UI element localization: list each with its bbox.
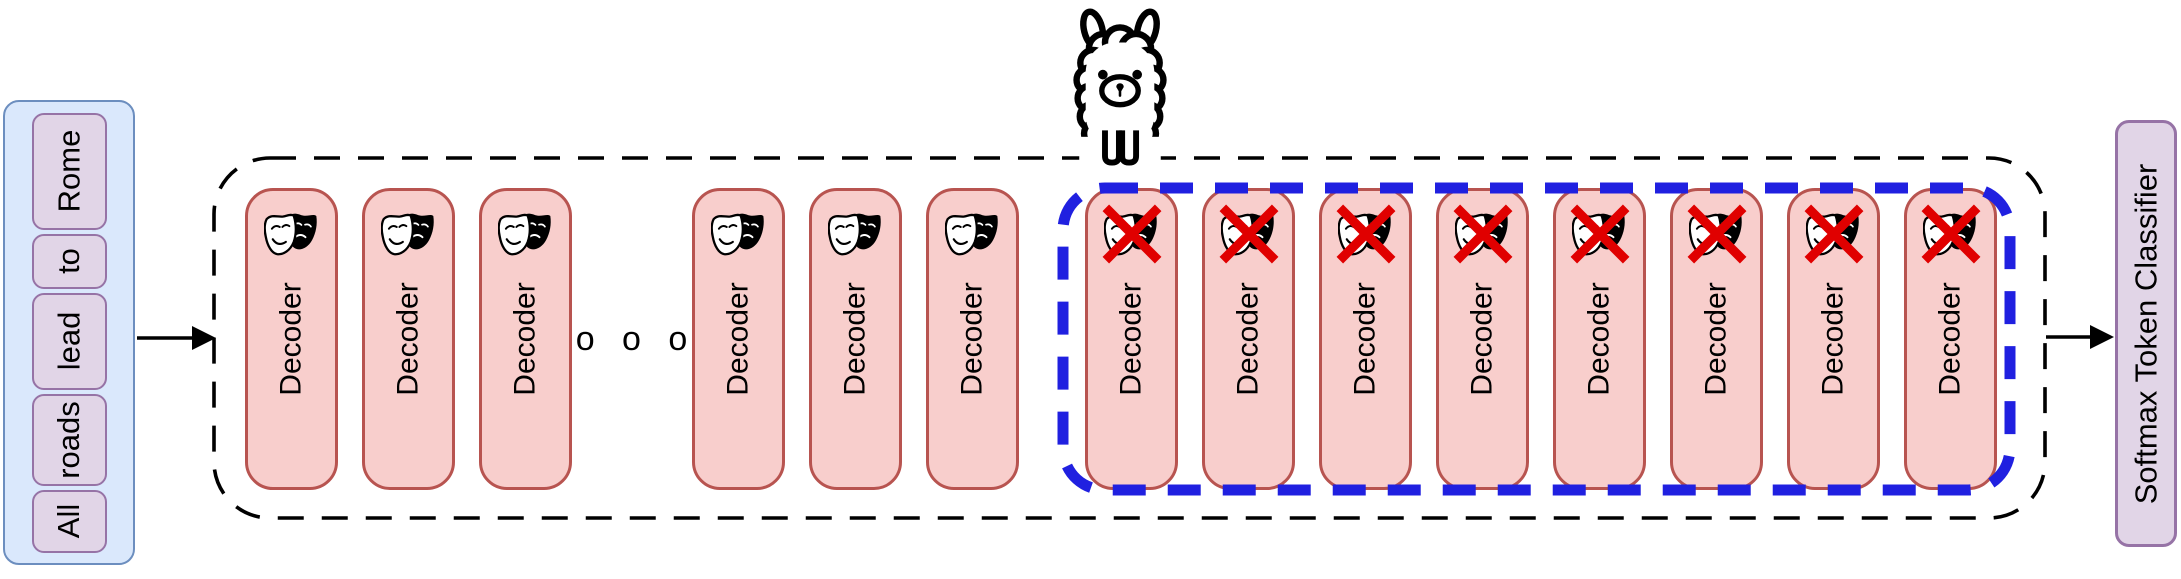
input-token-label: All bbox=[50, 503, 86, 539]
input-sentence-box: Rome to lead roads All bbox=[3, 100, 135, 565]
decoder-block-pruned: Decoder bbox=[1553, 188, 1646, 490]
input-token-label: Rome bbox=[51, 129, 87, 213]
softmax-classifier-box: Softmax Token Classifier bbox=[2115, 120, 2177, 547]
output-arrow-icon bbox=[2046, 325, 2114, 349]
decoder-block-pruned: Decoder bbox=[1085, 188, 1178, 490]
decoder-block: Decoder bbox=[479, 188, 572, 490]
ellipsis-label: o o o bbox=[575, 319, 697, 358]
decoder-block: Decoder bbox=[245, 188, 338, 490]
input-token: lead bbox=[31, 292, 107, 390]
decoder-label: Decoder bbox=[955, 282, 989, 396]
spacer bbox=[1043, 188, 1061, 490]
decoder-label: Decoder bbox=[1582, 282, 1616, 396]
decoder-block-pruned: Decoder bbox=[1319, 188, 1412, 490]
input-token-label: to bbox=[50, 248, 86, 274]
decoder-label: Decoder bbox=[1933, 282, 1967, 396]
decoder-label: Decoder bbox=[1348, 282, 1382, 396]
input-token-label: lead bbox=[50, 311, 86, 371]
decoder-label: Decoder bbox=[508, 282, 542, 396]
decoder-block-pruned: Decoder bbox=[1904, 188, 1997, 490]
input-token: roads bbox=[31, 393, 107, 486]
ellipsis-dots: o o o bbox=[576, 188, 688, 490]
classifier-label: Softmax Token Classifier bbox=[2128, 163, 2163, 504]
decoder-label: Decoder bbox=[391, 282, 425, 396]
decoder-block-pruned: Decoder bbox=[1202, 188, 1295, 490]
decoder-block: Decoder bbox=[926, 188, 1019, 490]
decoder-block: Decoder bbox=[809, 188, 902, 490]
decoder-block: Decoder bbox=[362, 188, 455, 490]
input-token: to bbox=[31, 233, 107, 289]
input-token-label: roads bbox=[51, 400, 87, 479]
decoder-block-pruned: Decoder bbox=[1787, 188, 1880, 490]
decoder-label: Decoder bbox=[1699, 282, 1733, 396]
input-arrow-icon bbox=[137, 326, 216, 350]
input-token: All bbox=[31, 489, 107, 553]
input-token: Rome bbox=[31, 112, 107, 230]
decoder-label: Decoder bbox=[1114, 282, 1148, 396]
decoder-block: Decoder bbox=[692, 188, 785, 490]
decoder-block-pruned: Decoder bbox=[1436, 188, 1529, 490]
decoder-label: Decoder bbox=[838, 282, 872, 396]
decoder-block-pruned: Decoder bbox=[1670, 188, 1763, 490]
decoder-label: Decoder bbox=[1465, 282, 1499, 396]
decoder-label: Decoder bbox=[1231, 282, 1265, 396]
decoder-label: Decoder bbox=[721, 282, 755, 396]
decoder-stack: Decoder Decoder Decoder o o o Decoder De… bbox=[245, 188, 1997, 490]
llama-icon bbox=[1073, 8, 1167, 169]
decoder-label: Decoder bbox=[274, 282, 308, 396]
decoder-label: Decoder bbox=[1816, 282, 1850, 396]
